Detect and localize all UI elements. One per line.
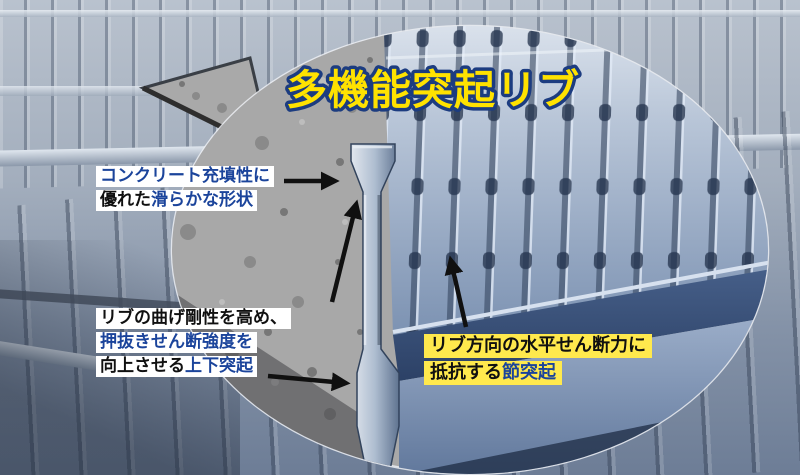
text-highlight-yellow: リブ方向の水平せん断力に — [424, 334, 652, 358]
callout-text: コンクリート充填性に — [100, 166, 270, 186]
callout-line: 押抜きせん断強度を — [96, 332, 291, 353]
callout-nodes: リブ方向の水平せん断力に 抵抗する節突起 — [424, 334, 652, 388]
callout-text: 優れた — [100, 190, 151, 210]
text-highlight: 優れた滑らかな形状 — [96, 190, 257, 211]
deck-rail — [0, 10, 800, 17]
arrow-to-lower-projection-icon — [267, 372, 351, 392]
callout-line: 抵抗する節突起 — [424, 361, 652, 385]
page-title: 多機能突起リブ — [286, 66, 580, 114]
deck-rail — [0, 86, 170, 96]
callout-fillability: コンクリート充填性に 優れた滑らかな形状 — [96, 166, 274, 214]
callout-line: コンクリート充填性に — [96, 166, 274, 187]
callout-line: リブの曲げ剛性を高め、 — [96, 308, 291, 329]
callout-keyword: 上下突起 — [185, 356, 253, 376]
text-highlight: リブの曲げ剛性を高め、 — [96, 308, 291, 329]
callout-text: リブ方向の水平せん断力に — [430, 335, 646, 356]
text-highlight-yellow: 抵抗する節突起 — [424, 361, 562, 385]
callout-text: リブの曲げ剛性を高め、 — [100, 308, 287, 328]
text-highlight: 向上させる上下突起 — [96, 356, 257, 377]
text-highlight: 押抜きせん断強度を — [96, 332, 257, 353]
callout-keyword: 節突起 — [502, 362, 556, 383]
arrow-to-upper-projection-icon — [329, 199, 362, 303]
callout-line: 優れた滑らかな形状 — [96, 190, 274, 211]
callout-keyword: 滑らかな形状 — [151, 190, 253, 210]
callout-text: 向上させる — [100, 356, 185, 376]
callout-text: 抵抗する — [430, 362, 502, 383]
callout-projections: リブの曲げ剛性を高め、 押抜きせん断強度を 向上させる上下突起 — [96, 308, 291, 380]
callout-line: 向上させる上下突起 — [96, 356, 291, 377]
arrow-to-node-projection-icon — [444, 255, 469, 328]
callout-keyword: 押抜きせん断強度を — [100, 332, 253, 352]
text-highlight: コンクリート充填性に — [96, 166, 274, 187]
callout-line: リブ方向の水平せん断力に — [424, 334, 652, 358]
